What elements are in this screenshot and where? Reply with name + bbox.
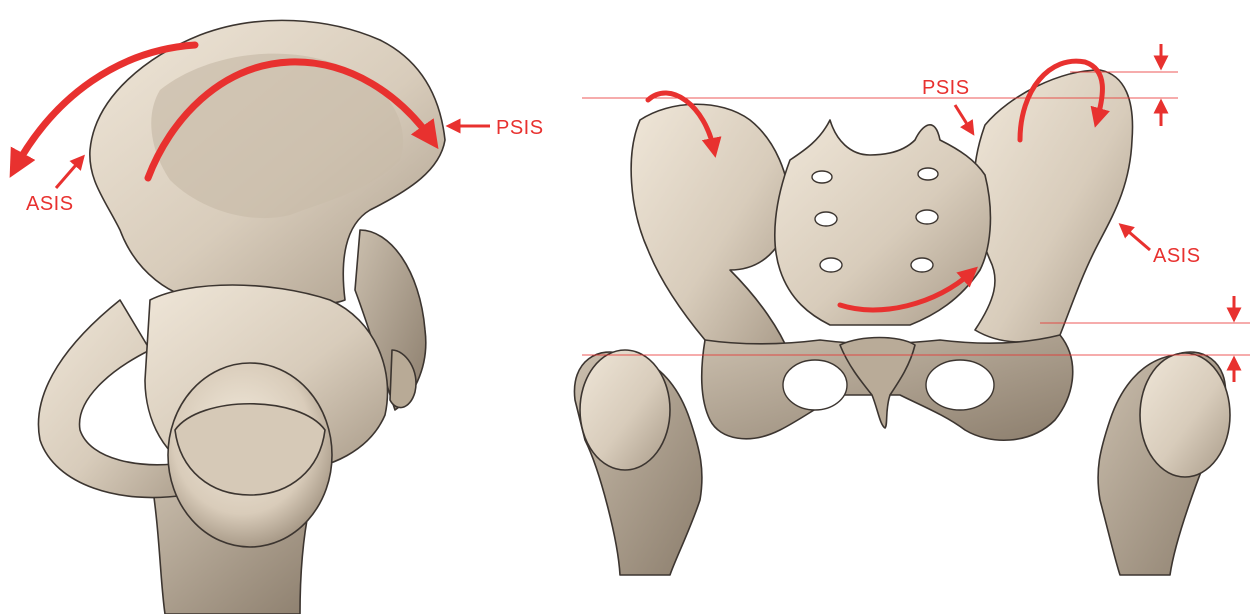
greater-trochanter-left-anterior <box>580 350 670 470</box>
sacrum-anterior <box>775 120 991 325</box>
level-arrows <box>1161 44 1234 382</box>
psis-pointer-right <box>955 105 972 132</box>
asis-label-right: ASIS <box>1153 245 1201 267</box>
lateral-view: PSIS ASIS <box>15 20 544 614</box>
psis-label-right: PSIS <box>922 77 970 99</box>
asis-label-left: ASIS <box>26 193 74 215</box>
ilium-wing-right-anterior <box>974 70 1133 342</box>
greater-trochanter-right-anterior <box>1140 353 1230 477</box>
psis-label-left: PSIS <box>496 117 544 139</box>
asis-pointer-left <box>56 158 82 188</box>
obturator-foramen-left <box>783 360 847 410</box>
obturator-foramen-right <box>926 360 994 410</box>
asis-pointer-right <box>1122 226 1150 250</box>
anterior-view: PSIS ASIS <box>574 44 1250 575</box>
